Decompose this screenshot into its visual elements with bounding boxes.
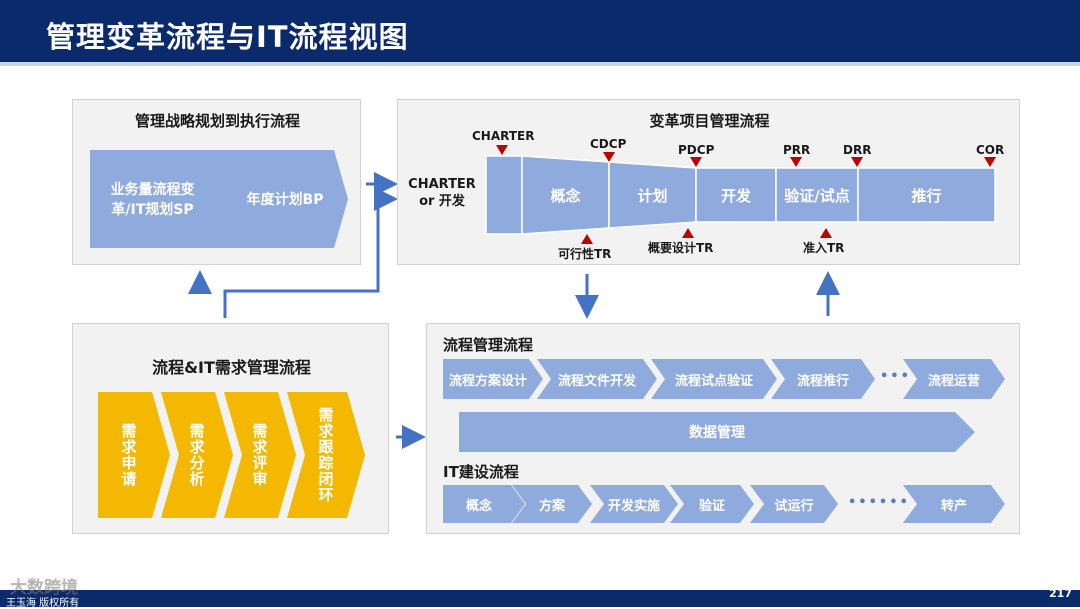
milestone-prr: PRR: [783, 143, 811, 157]
strategy-panel: 管理战略规划到执行流程 业务量流程变革/IT规划SP 年度计划BP: [72, 99, 361, 265]
requirement-panel-title: 流程&IT需求管理流程: [152, 358, 311, 377]
requirement-step-analyze: 需求分析: [161, 392, 233, 518]
process-step-operation: 流程运营: [903, 359, 1005, 399]
arrow-requirement-to-change: [223, 187, 398, 318]
process-step-pilot: 流程试点验证: [651, 359, 777, 399]
page-title: 管理变革流程与IT流程视图: [46, 20, 409, 54]
milestone-charter-marker: [496, 145, 508, 155]
it-step-implement: 开发实施: [590, 485, 678, 523]
phase-label-rollout: 推行: [911, 186, 942, 205]
requirement-step-apply: 需求申请: [98, 392, 170, 518]
requirement-step-analyze-label: 需求分析: [187, 423, 206, 487]
process-step-design: 流程方案设计: [443, 359, 543, 399]
data-management-bar: 数据管理: [459, 412, 975, 452]
requirement-step-review: 需求评审: [224, 392, 296, 518]
strategy-step-bp: 年度计划BP: [210, 150, 348, 248]
change-panel-title: 变革项目管理流程: [649, 112, 770, 130]
milestone-charter: CHARTER: [472, 129, 535, 143]
phase-label-verify: 验证/试点: [784, 186, 850, 205]
milestone-feasibility-tr: 可行性TR: [558, 247, 612, 261]
milestone-outline-design-tr-marker: [682, 228, 694, 238]
requirement-step-track: 需求跟踪闭环: [287, 392, 365, 518]
phase-label-plan: 计划: [637, 186, 668, 205]
it-step-trial-run: 试运行: [750, 485, 838, 523]
milestone-cor: COR: [976, 143, 1005, 157]
change-panel: 变革项目管理流程 CHARTER or 开发 概念 计划 开发 验证/试点 推行…: [397, 99, 1020, 265]
requirement-step-apply-label: 需求申请: [119, 423, 138, 487]
it-step-verify: 验证: [670, 485, 754, 523]
requirement-panel: 流程&IT需求管理流程 需求申请 需求分析 需求评审 需求跟踪闭环: [72, 323, 389, 534]
phase-charter-block: [485, 155, 523, 235]
copyright-text: 王玉海 版权所有: [6, 598, 80, 609]
it-continuation-dots: ••••••: [848, 495, 910, 510]
phase-band: [485, 155, 996, 235]
milestone-prr-marker: [790, 157, 802, 167]
it-step-concept: 概念: [443, 485, 525, 523]
process-continuation-dots: •••: [880, 369, 911, 384]
phase-rollout-block: [857, 167, 996, 223]
process-step-doc-dev: 流程文件开发: [537, 359, 657, 399]
milestone-drr-marker: [851, 157, 863, 167]
footer-bar: [0, 590, 1080, 607]
strategy-panel-title: 管理战略规划到执行流程: [134, 112, 300, 130]
page-number: 217: [1049, 587, 1072, 600]
milestone-cdcp-marker: [603, 152, 615, 162]
charter-entry-label: CHARTER or 开发: [408, 177, 476, 209]
requirement-step-track-label: 需求跟踪闭环: [316, 407, 335, 503]
phase-label-concept: 概念: [550, 186, 581, 205]
process-step-rollout: 流程推行: [771, 359, 875, 399]
milestone-cor-marker: [984, 157, 996, 167]
it-section-title: IT建设流程: [443, 463, 519, 481]
strategy-step-sp: 业务量流程变革/IT规划SP: [90, 150, 225, 248]
milestone-cdcp: CDCP: [590, 137, 627, 151]
watermark: 大数跨境: [10, 578, 78, 598]
header-bar: 管理变革流程与IT流程视图: [0, 0, 1080, 66]
milestone-feasibility-tr-marker: [581, 234, 593, 244]
milestone-outline-design-tr: 概要设计TR: [648, 241, 714, 255]
milestone-pdcp: PDCP: [678, 143, 715, 157]
requirement-step-review-label: 需求评审: [250, 423, 269, 487]
milestone-admission-tr: 准入TR: [803, 241, 845, 255]
milestone-admission-tr-marker: [820, 228, 832, 238]
milestone-pdcp-marker: [690, 157, 702, 167]
milestone-drr: DRR: [843, 143, 872, 157]
process-panel: 流程管理流程 流程方案设计 流程文件开发 流程试点验证 流程推行 ••• 流程运…: [426, 323, 1020, 534]
it-step-production: 转产: [903, 485, 1005, 523]
phase-label-develop: 开发: [720, 186, 751, 205]
process-section-title: 流程管理流程: [443, 336, 534, 354]
